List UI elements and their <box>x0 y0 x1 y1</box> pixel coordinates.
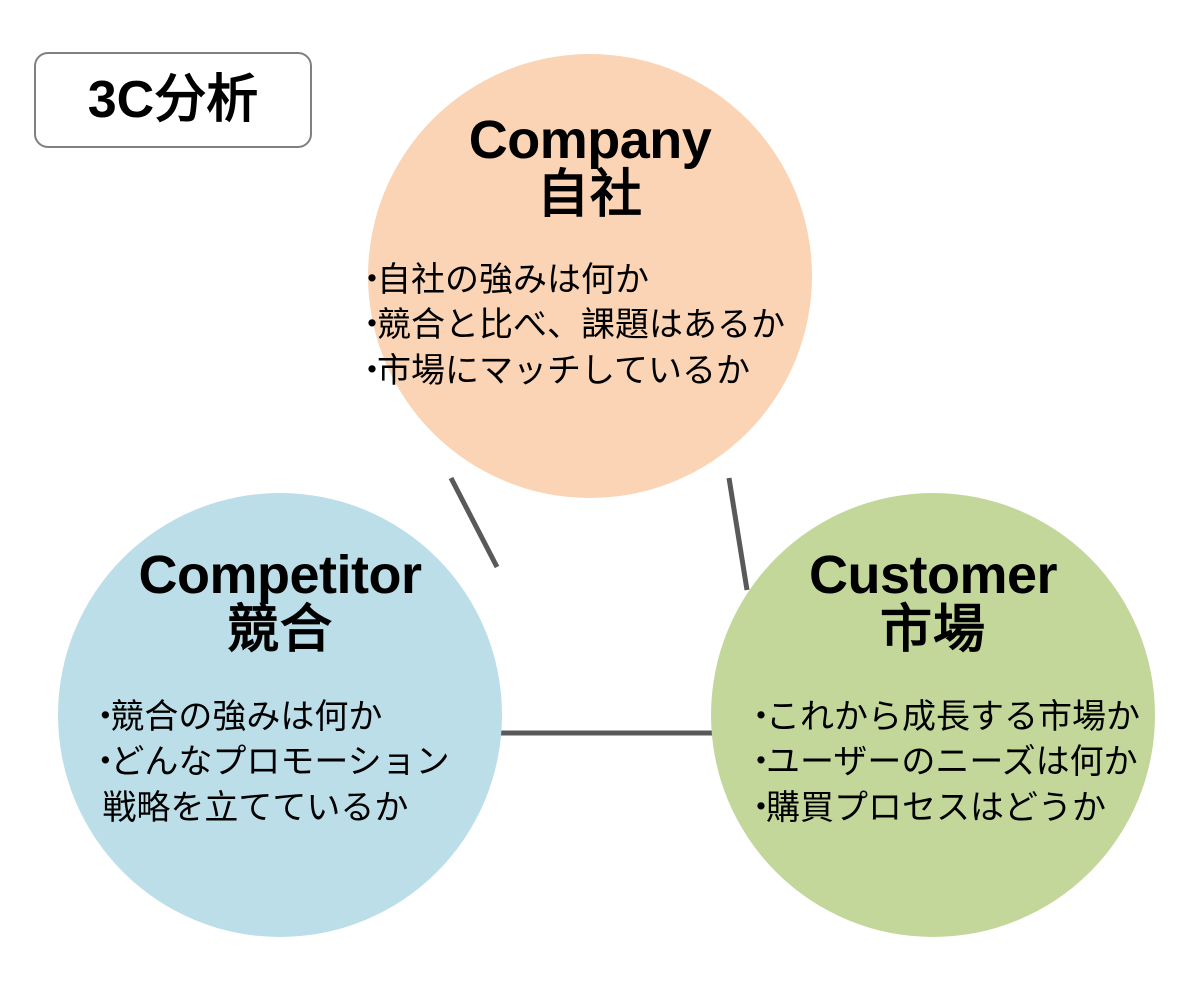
node-customer-content: Customer 市場 ・これから成長する市場か ・ユーザーのニーズは何か ・購… <box>711 493 1155 937</box>
node-company-circle <box>368 54 812 498</box>
node-competitor-bullet-list: ・競合の強みは何か ・どんなプロモーション ・戦略を立てているか <box>88 695 449 831</box>
list-item-label: これから成長する市場か <box>766 698 1140 737</box>
connector-company-competitor <box>448 476 500 569</box>
node-competitor-content: Competitor 競合 ・競合の強みは何か ・どんなプロモーション ・戦略を… <box>58 493 502 937</box>
bullet-marker-icon: ・ <box>88 743 123 782</box>
bullet-marker-icon: ・ <box>88 698 123 737</box>
page-title: 3C分析 <box>87 71 259 129</box>
bullet-marker-icon: ・ <box>744 788 778 827</box>
list-item-label: 購買プロセスはどうか <box>766 788 1106 827</box>
node-company-bullet-list: ・自社の強みは何か ・競合と比べ、課題はあるか ・市場にマッチしているか <box>355 258 785 394</box>
bullet-marker-icon: ・ <box>744 698 778 737</box>
connector-company-customer <box>726 477 750 591</box>
bullet-marker-icon: ・ <box>355 351 389 390</box>
list-item-label: どんなプロモーション <box>110 743 450 782</box>
list-item: ・ユーザーのニーズは何か <box>744 740 1140 785</box>
list-item-label: 戦略を立てているか <box>102 788 409 827</box>
list-item-label: 市場にマッチしているか <box>377 351 750 390</box>
diagram-title-badge: 3C分析 <box>34 52 312 148</box>
list-item-continuation: ・戦略を立てているか <box>88 786 449 831</box>
node-competitor-heading-en: Competitor <box>138 545 422 605</box>
node-company-bullets-wrap: ・自社の強みは何か ・競合と比べ、課題はあるか ・市場にマッチしているか <box>310 258 830 394</box>
list-item-label: ユーザーのニーズは何か <box>766 743 1138 782</box>
bullet-marker-icon: ・ <box>355 261 389 300</box>
node-company-content: Company 自社 ・自社の強みは何か ・競合と比べ、課題はあるか ・市場にマ… <box>355 54 812 498</box>
node-competitor-heading-ja: 競合 <box>226 601 333 660</box>
bullet-marker-icon: ・ <box>744 743 778 782</box>
list-item: ・購買プロセスはどうか <box>744 786 1140 831</box>
node-customer-bullet-list: ・これから成長する市場か ・ユーザーのニーズは何か ・購買プロセスはどうか <box>744 695 1140 831</box>
list-item: ・市場にマッチしているか <box>355 349 785 394</box>
list-item: ・競合の強みは何か <box>88 695 449 740</box>
node-competitor-circle <box>58 493 502 937</box>
list-item: ・競合と比べ、課題はあるか <box>355 303 785 348</box>
node-customer-bullets-wrap: ・これから成長する市場か ・ユーザーのニーズは何か ・購買プロセスはどうか <box>692 695 1192 831</box>
node-company-heading-en: Company <box>468 110 712 170</box>
node-company-heading-ja: 自社 <box>536 166 643 225</box>
node-customer-heading-ja: 市場 <box>879 601 986 660</box>
list-item: ・自社の強みは何か <box>355 258 785 303</box>
list-item-label: 自社の強みは何か <box>377 261 649 300</box>
list-item: ・これから成長する市場か <box>744 695 1140 740</box>
node-customer-heading-en: Customer <box>808 545 1058 605</box>
list-item-label: 競合の強みは何か <box>110 698 383 737</box>
node-competitor-bullets-wrap: ・競合の強みは何か ・どんなプロモーション ・戦略を立てているか <box>19 695 519 831</box>
bullet-marker-icon: ・ <box>355 306 389 345</box>
node-customer-circle <box>711 493 1155 937</box>
list-item-label: 競合と比べ、課題はあるか <box>377 306 785 345</box>
list-item: ・どんなプロモーション <box>88 740 449 785</box>
